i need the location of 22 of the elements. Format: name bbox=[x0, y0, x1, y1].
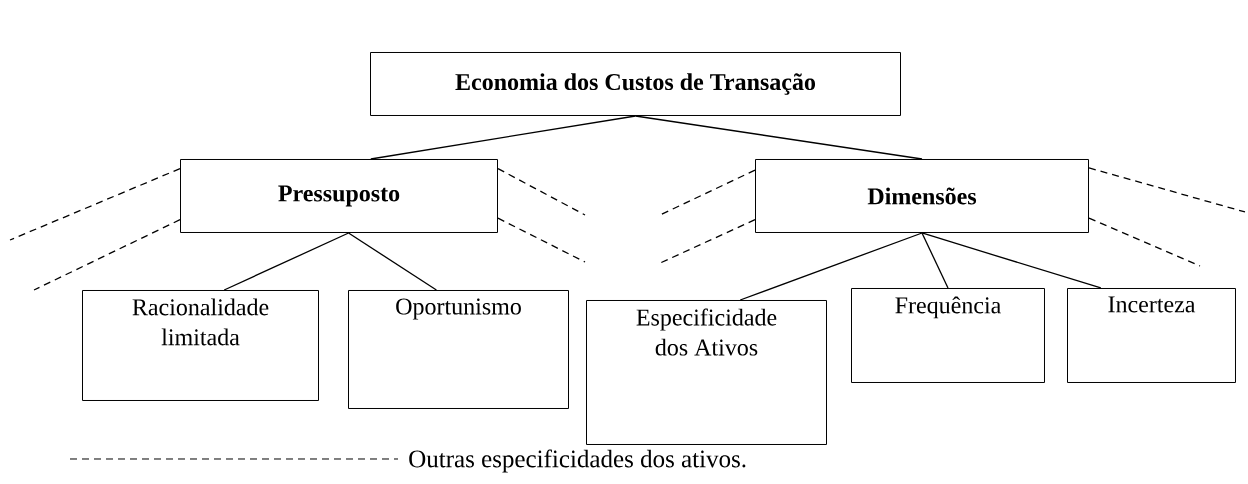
dashed-line bbox=[1088, 217, 1201, 267]
dashed-line bbox=[9, 167, 181, 241]
concept-box: Incerteza bbox=[1067, 288, 1236, 383]
category-box: Pressuposto bbox=[180, 159, 498, 233]
connector-line bbox=[921, 232, 949, 289]
connector-line bbox=[223, 232, 350, 291]
concept-box: Racionalidade limitada bbox=[82, 290, 319, 401]
title-box: Economia dos Custos de Transação bbox=[370, 52, 901, 116]
connector-line bbox=[347, 232, 438, 291]
concept-box: Oportunismo bbox=[348, 290, 569, 409]
connector-line bbox=[921, 232, 1102, 289]
dashed-line bbox=[497, 167, 586, 216]
connector-line bbox=[370, 115, 637, 160]
connector-line bbox=[739, 232, 923, 301]
dashed-line bbox=[497, 217, 586, 263]
category-box: Dimensões bbox=[755, 159, 1089, 233]
concept-box: Especificidade dos Ativos bbox=[586, 300, 827, 445]
dashed-line bbox=[1088, 167, 1246, 213]
dashed-line bbox=[33, 219, 181, 291]
legend-text: Outras especificidades dos ativos. bbox=[409, 449, 746, 473]
concept-box: Frequência bbox=[851, 288, 1045, 383]
connector-line bbox=[634, 115, 923, 160]
